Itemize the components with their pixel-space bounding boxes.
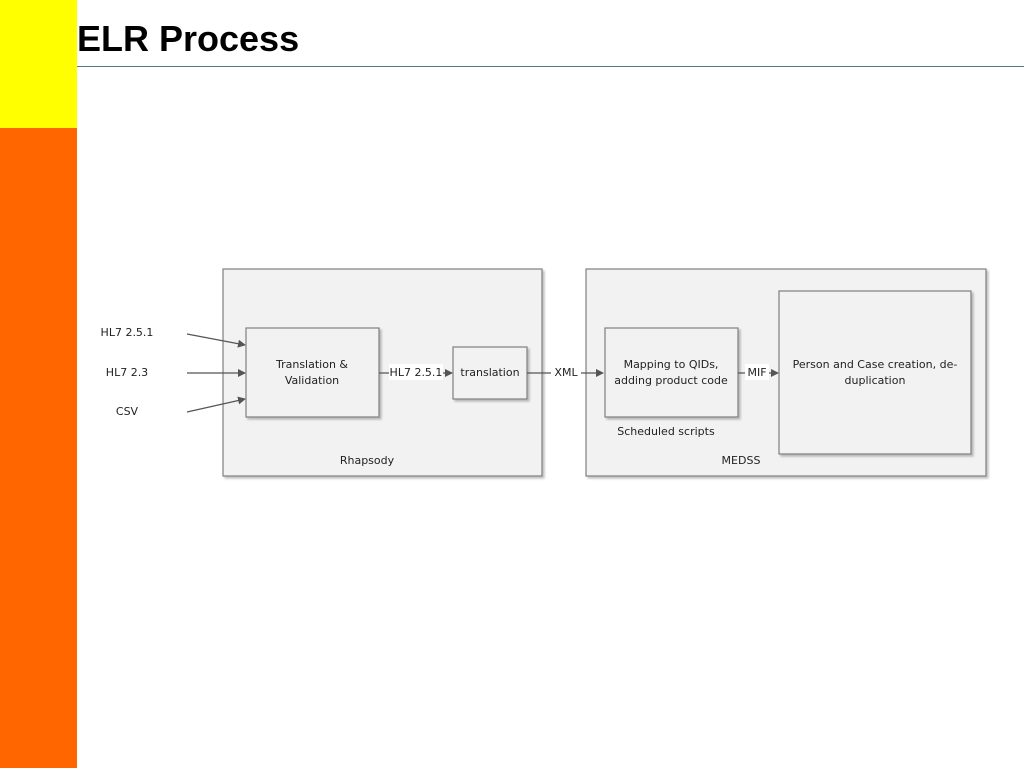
input-arrow-hl7-251 [186,333,246,348]
mapping-box-line-2: adding product code [614,374,728,387]
side-bar-yellow [0,0,77,128]
mapping-box: Mapping to QIDs, adding product code [604,327,739,418]
input-label-csv: CSV [116,405,139,418]
translation-validation-box: Translation & Validation [245,327,380,418]
translation-box: translation [452,346,528,400]
scheduled-scripts-label: Scheduled scripts [617,425,715,438]
input-arrow-csv [186,396,246,413]
medss-label: MEDSS [722,454,761,467]
translation-box-label: translation [460,366,519,379]
title-divider [77,66,1024,67]
hl7-link-label: HL7 2.5.1 [390,366,443,379]
input-label-hl7-23: HL7 2.3 [106,366,148,379]
mif-label: MIF [747,366,766,379]
mapping-box-line-1: Mapping to QIDs, [624,358,719,371]
rhapsody-label: Rhapsody [340,454,395,467]
translation-validation-line-1: Translation & [275,358,348,371]
input-label-hl7-251: HL7 2.5.1 [101,326,154,339]
xml-label: XML [554,366,578,379]
xml-label-bg [551,364,581,380]
side-bar-orange [0,128,77,768]
page-title: ELR Process [77,18,300,59]
translation-validation-line-2: Validation [285,374,339,387]
person-case-line-2: duplication [845,374,906,387]
person-case-line-1: Person and Case creation, de- [793,358,958,371]
person-case-box: Person and Case creation, de- duplicatio… [778,290,972,455]
hl7-link-label-bg [389,364,443,380]
mif-label-bg [745,364,769,380]
